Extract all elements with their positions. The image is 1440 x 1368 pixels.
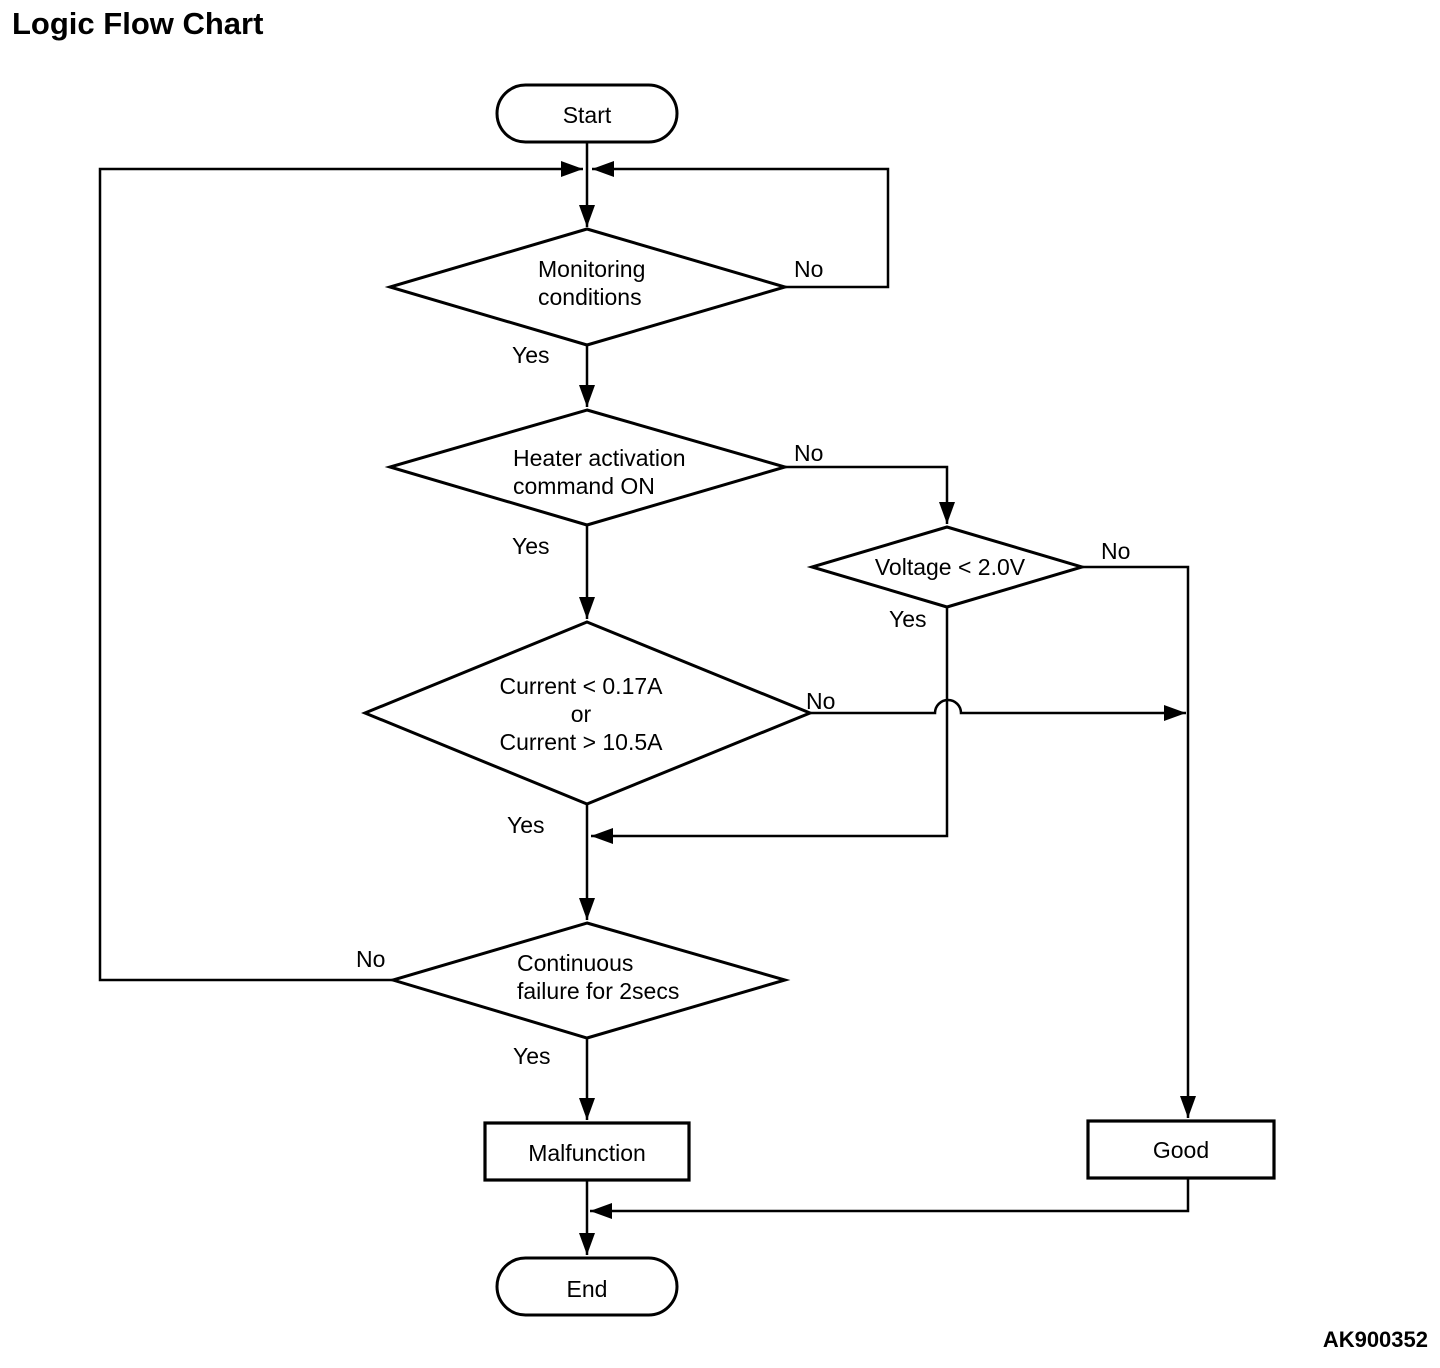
current-diamond-shape [361, 620, 814, 806]
edge-continuous-no-loop [98, 161, 583, 982]
monitoring-yes-label: Yes [512, 342, 550, 368]
edge-good-to-end [590, 1178, 1190, 1219]
figure-id: AK900352 [1323, 1327, 1428, 1352]
start-node: Start [495, 83, 679, 144]
edge-heater-no [785, 465, 955, 524]
continuous-label-line1: Continuous [517, 950, 633, 976]
current-decision: Current < 0.17A or Current > 10.5A [361, 620, 814, 806]
voltage-yes-label: Yes [889, 606, 927, 632]
malfunction-node: Malfunction [483, 1121, 691, 1182]
current-label-line2: or [571, 701, 592, 727]
good-label: Good [1153, 1137, 1209, 1163]
continuous-failure-decision: Continuous failure for 2secs [387, 921, 791, 1040]
monitoring-conditions-decision: Monitoring conditions [384, 227, 791, 347]
monitoring-label-line1: Monitoring [538, 256, 645, 282]
start-terminator-shape [495, 83, 679, 144]
voltage-decision: Voltage < 2.0V [806, 525, 1088, 609]
heater-yes-label: Yes [512, 533, 550, 559]
continuous-diamond-shape [387, 921, 791, 1040]
continuous-yes-label: Yes [513, 1043, 551, 1069]
page-title: Logic Flow Chart [12, 6, 264, 41]
voltage-label: Voltage < 2.0V [875, 554, 1026, 580]
edge-monitoring-no-loop [592, 161, 890, 289]
current-yes-label: Yes [507, 812, 545, 838]
good-box-shape [1086, 1119, 1276, 1180]
start-label: Start [563, 102, 612, 128]
edge-current-no [810, 698, 1186, 721]
malfunction-box-shape [483, 1121, 691, 1182]
malfunction-label: Malfunction [528, 1140, 646, 1166]
heater-label-line1: Heater activation [513, 445, 686, 471]
monitoring-diamond-shape [384, 227, 791, 347]
heater-label-line2: command ON [513, 473, 655, 499]
current-label-line3: Current > 10.5A [499, 729, 663, 755]
edge-voltage-yes [591, 607, 949, 844]
voltage-no-label: No [1101, 538, 1130, 564]
heater-activation-decision: Heater activation command ON [384, 408, 791, 527]
heater-no-label: No [794, 440, 823, 466]
current-no-label: No [806, 688, 835, 714]
edge-voltage-no [1082, 565, 1196, 1118]
end-terminator-shape [495, 1256, 679, 1317]
monitoring-no-label: No [794, 256, 823, 282]
heater-diamond-shape [384, 408, 791, 527]
continuous-no-label: No [356, 946, 385, 972]
continuous-label-line2: failure for 2secs [517, 978, 679, 1004]
monitoring-label-line2: conditions [538, 284, 642, 310]
end-node: End [495, 1256, 679, 1317]
good-node: Good [1086, 1119, 1276, 1180]
voltage-diamond-shape [806, 525, 1088, 609]
end-label: End [567, 1276, 608, 1302]
current-label-line1: Current < 0.17A [499, 673, 663, 699]
